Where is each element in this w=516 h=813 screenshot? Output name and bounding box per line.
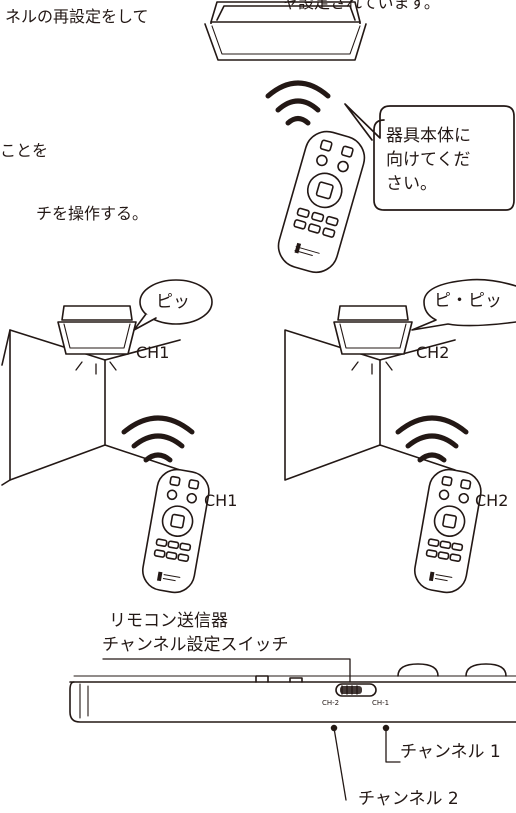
callout-line-1: 器具本体に bbox=[386, 126, 471, 146]
scene-ch2-remote bbox=[413, 468, 482, 594]
scene-ch1-waves bbox=[121, 415, 195, 463]
remote-top bbox=[277, 130, 366, 274]
switch-title-line-2: チャンネル設定スイッチ bbox=[102, 635, 289, 655]
scene-ch1-fixture bbox=[57, 305, 137, 375]
intro-line-3: ことを bbox=[0, 141, 49, 160]
scene-ch2-waves bbox=[395, 415, 469, 463]
channel-switch bbox=[335, 683, 377, 697]
callout-bubble bbox=[344, 103, 515, 211]
switch-mark-ch1: CH-1 bbox=[372, 699, 390, 707]
scene-ch2-fixture bbox=[333, 305, 413, 375]
scene-ch2-remote-label: CH2 bbox=[475, 491, 509, 510]
scene-ch1-room bbox=[1, 329, 181, 486]
scene-ch2-sound-bubble bbox=[411, 278, 516, 331]
scene-ch2-sound-text: ピ・ピッ bbox=[434, 291, 502, 311]
callout-line-3: さい。 bbox=[386, 174, 437, 194]
scene-ch1-sound-text: ピッ bbox=[156, 292, 190, 312]
intro-line-1: ャ設定されています。 bbox=[282, 0, 440, 12]
label-channel-2: チャンネル 2 bbox=[358, 789, 459, 809]
remote-side-view bbox=[69, 663, 516, 723]
switch-title-line-1: リモコン送信器 bbox=[109, 611, 228, 631]
scene-ch1-remote-label: CH1 bbox=[204, 491, 238, 510]
scene-ch1-ceiling-label: CH1 bbox=[136, 343, 170, 362]
switch-mark-ch2: CH-2 bbox=[322, 699, 340, 707]
label-channel-1: チャンネル 1 bbox=[400, 742, 501, 762]
leader-lines bbox=[102, 658, 401, 801]
signal-waves-top bbox=[265, 80, 331, 126]
intro-line-2: ネルの再設定をして bbox=[5, 7, 149, 26]
ceiling-light-top bbox=[204, 1, 367, 61]
scene-ch1-sound-bubble bbox=[133, 279, 213, 331]
callout-line-2: 向けてくだ bbox=[386, 150, 471, 170]
scene-ch2-ceiling-label: CH2 bbox=[416, 343, 450, 362]
scene-ch1-remote bbox=[141, 468, 210, 594]
intro-line-4: チを操作する。 bbox=[36, 204, 149, 223]
